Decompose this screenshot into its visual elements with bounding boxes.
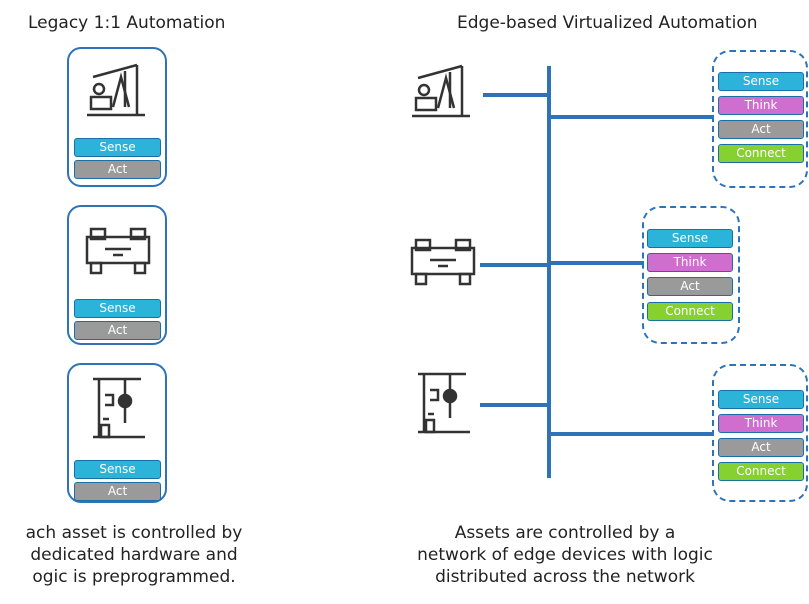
caption-line: network of edge devices with logic [417,545,713,565]
caption-line: ogic is preprogrammed. [32,567,236,587]
edge-node-group [712,364,808,502]
sense-block: Sense [647,229,733,248]
act-block: Act [647,277,733,296]
legacy-asset-box: Sense Act [67,363,167,503]
pump-jack-icon [412,64,470,118]
drill-press-icon [418,372,470,434]
connect-block: Connect [647,302,733,321]
sense-block: Sense [74,460,161,479]
sense-block: Sense [74,299,161,318]
caption-line: distributed across the network [435,567,695,587]
act-block: Act [74,160,161,179]
think-block: Think [647,253,733,272]
act-block: Act [74,482,161,501]
edge-node-group [712,50,808,188]
pump-jack-icon [87,63,145,117]
sense-block: Sense [74,138,161,157]
think-block: Think [718,96,804,115]
lathe-machine-icon [85,227,151,275]
legacy-title: Legacy 1:1 Automation [28,13,226,33]
edge-node-group [642,206,740,344]
act-block: Act [718,438,804,457]
lathe-machine-icon [410,238,476,286]
act-block: Act [74,321,161,340]
connect-block: Connect [718,462,804,481]
legacy-caption: ach asset is controlled by dedicated har… [0,522,274,588]
caption-line: dedicated hardware and [30,545,238,565]
sense-block: Sense [718,72,804,91]
caption-line: Assets are controlled by a [454,523,676,543]
sense-block: Sense [718,390,804,409]
edge-caption: Assets are controlled by a network of ed… [400,522,730,588]
legacy-asset-box: Sense Act [67,47,167,187]
edge-title: Edge-based Virtualized Automation [457,13,758,33]
connect-block: Connect [718,144,804,163]
caption-line: ach asset is controlled by [25,523,243,543]
act-block: Act [718,120,804,139]
drill-press-icon [93,377,145,439]
think-block: Think [718,414,804,433]
legacy-asset-box: Sense Act [67,205,167,345]
